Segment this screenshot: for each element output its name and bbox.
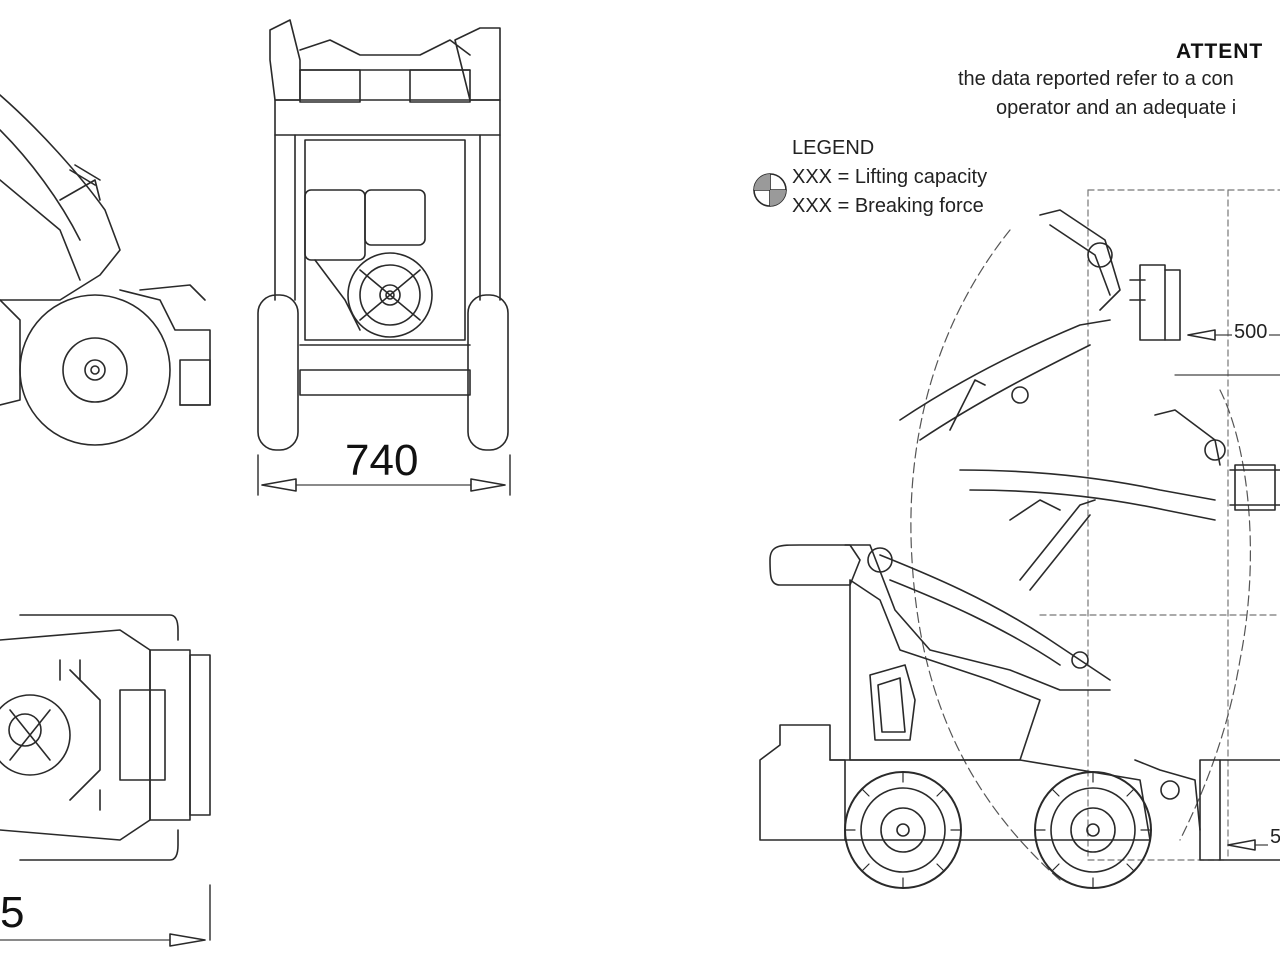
legend-title: LEGEND	[792, 137, 875, 159]
reach-dimension-lower-fragment: 5	[1268, 826, 1280, 849]
legend-symbol-icon	[753, 173, 787, 207]
legend-breaking-force: XXX = Breaking force	[792, 195, 984, 217]
side-view-partial	[0, 94, 211, 446]
attention-line-1: the data reported refer to a con	[958, 68, 1234, 90]
front-view	[257, 19, 511, 496]
reach-dimension-upper: 500	[1232, 321, 1270, 344]
attention-title: ATTENT	[1176, 40, 1264, 63]
legend-lifting-capacity: XXX = Lifting capacity	[792, 166, 988, 188]
top-view-partial	[0, 614, 211, 947]
attention-line-2: operator and an adequate i	[996, 97, 1237, 119]
reach-diagram	[759, 189, 1280, 889]
top-length-dimension-fragment: 5	[0, 888, 25, 937]
front-width-dimension: 740	[345, 436, 419, 485]
